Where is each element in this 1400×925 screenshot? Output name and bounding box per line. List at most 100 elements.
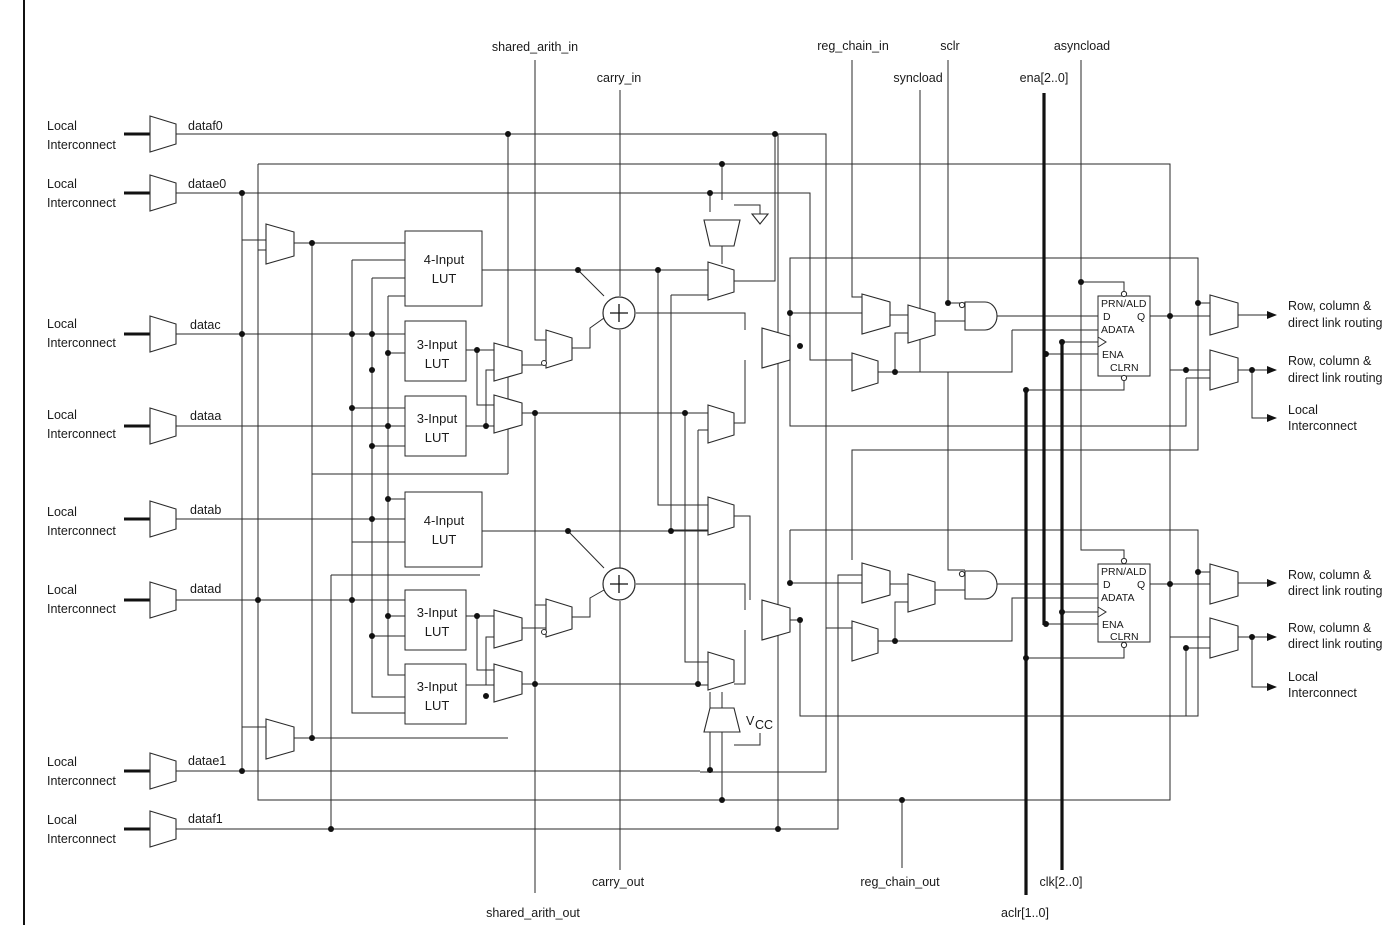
output-line2: Interconnect — [1288, 419, 1357, 433]
vcc-v: V — [746, 714, 755, 728]
lut-label-line1: 3-Input — [417, 679, 458, 694]
ff-clrn-label: CLRN — [1110, 362, 1139, 374]
lut-label-line1: 4-Input — [424, 252, 465, 267]
source-line1: Local — [47, 317, 77, 331]
label-aclr: aclr[1..0] — [1001, 906, 1049, 920]
output-routing-1: Row, column & direct link routing — [1288, 299, 1383, 330]
output-line1: Local — [1288, 670, 1318, 684]
label-shared-arith-in: shared_arith_in — [492, 40, 578, 54]
output-routing-2: Row, column &direct link routing — [1288, 354, 1383, 385]
source-line2: Interconnect — [47, 196, 116, 210]
ff-ena-label: ENA — [1102, 349, 1124, 361]
lut-blocks: 4-Input LUT 3-Input LUT 3-Input LUT 4-In… — [404, 230, 483, 725]
adders — [602, 296, 636, 601]
vcc-sub: CC — [755, 718, 773, 732]
output-line2: direct link routing — [1288, 637, 1383, 651]
ff-adata-label: ADATA — [1101, 324, 1134, 336]
source-line1: Local — [47, 119, 77, 133]
label-reg-chain-out: reg_chain_out — [860, 875, 940, 889]
label-clk: clk[2..0] — [1039, 875, 1082, 889]
lut-label-line2: LUT — [425, 624, 450, 639]
ff-q-label: Q — [1137, 311, 1145, 323]
output-routing-4: Row, column & direct link routing — [1288, 621, 1383, 651]
source-line1: Local — [47, 408, 77, 422]
ff-prn-label: PRN/ALD — [1101, 566, 1147, 578]
source-line2: Interconnect — [47, 138, 116, 152]
output-line1: Row, column & — [1288, 621, 1372, 635]
lut-label-line1: 3-Input — [417, 337, 458, 352]
lut-label-line1: 4-Input — [424, 513, 465, 528]
output-line1: Row, column & — [1288, 299, 1372, 313]
lut-4input-lower: 4-Input LUT — [404, 491, 483, 568]
signal-name: datac — [190, 318, 221, 332]
signal-name: dataf0 — [188, 119, 223, 133]
signal-name: datae1 — [188, 754, 226, 768]
lut-label-line1: 3-Input — [417, 411, 458, 426]
adder-upper — [602, 296, 636, 330]
ff-adata-label: ADATA — [1101, 592, 1134, 604]
lut-label-line2: LUT — [432, 532, 457, 547]
source-line2: Interconnect — [47, 336, 116, 350]
output-line2: direct link routing — [1288, 316, 1383, 330]
lut-3input-lower-a: 3-Input LUT — [404, 589, 467, 651]
ff-ena-label: ENA — [1102, 619, 1124, 631]
lut-label-line2: LUT — [432, 271, 457, 286]
inverter-bubbles — [541, 360, 547, 635]
lut-3input-upper-a: 3-Input LUT — [404, 320, 467, 382]
signal-name: dataf1 — [188, 812, 223, 826]
signal-name: datab — [190, 503, 221, 517]
ff-clrn-label: CLRN — [1110, 631, 1139, 643]
lut-3input-lower-b: 3-Input LUT — [404, 663, 467, 725]
register-lower: PRN/ALD D Q ADATA ENA CLRN — [1097, 557, 1151, 649]
input-buffers — [124, 115, 177, 848]
source-line2: Interconnect — [47, 832, 116, 846]
ff-prn-label: PRN/ALD — [1101, 298, 1147, 310]
output-routing-3: Row, column & direct link routing — [1288, 568, 1383, 598]
ff-d-label: D — [1103, 579, 1111, 591]
register-upper: PRN/ALD D Q ADATA ENA CLRN — [1097, 290, 1151, 382]
source-line2: Interconnect — [47, 524, 116, 538]
ground-icon — [750, 213, 770, 225]
multiplexers — [265, 219, 1239, 760]
source-line1: Local — [47, 583, 77, 597]
control-buses — [1024, 93, 1064, 895]
ff-d-label: D — [1103, 311, 1111, 323]
bottom-signal-labels: shared_arith_out carry_out reg_chain_out… — [486, 875, 1082, 920]
signal-name: datae0 — [188, 177, 226, 191]
signal-name: dataa — [190, 409, 221, 423]
adder-lower — [602, 567, 636, 601]
source-line1: Local — [47, 177, 77, 191]
lut-label-line2: LUT — [425, 430, 450, 445]
top-signal-labels: shared_arith_in carry_in reg_chain_in sc… — [492, 39, 1110, 85]
label-sclr: sclr — [940, 39, 959, 53]
output-line1: Row, column & — [1288, 568, 1372, 582]
ff-q-label: Q — [1137, 579, 1145, 591]
output-line2: direct link routing — [1288, 584, 1383, 598]
wiring — [176, 60, 1277, 893]
output-labels: Row, column & direct link routing Row, co… — [1288, 299, 1383, 700]
output-line1: Local — [1288, 403, 1318, 417]
vcc-label: V CC — [746, 714, 773, 732]
source-line2: Interconnect — [47, 774, 116, 788]
source-line1: Local — [47, 813, 77, 827]
lut-4input-upper: 4-Input LUT — [404, 230, 483, 307]
label-asyncload: asyncload — [1054, 39, 1110, 53]
lut-label-line1: 3-Input — [417, 605, 458, 620]
junction-dots — [239, 131, 1255, 832]
signal-name: datad — [190, 582, 221, 596]
label-reg-chain-in: reg_chain_in — [817, 39, 889, 53]
label-shared-arith-out: shared_arith_out — [486, 906, 580, 920]
output-line2: direct link routing — [1288, 371, 1383, 385]
source-line1: Local — [47, 755, 77, 769]
